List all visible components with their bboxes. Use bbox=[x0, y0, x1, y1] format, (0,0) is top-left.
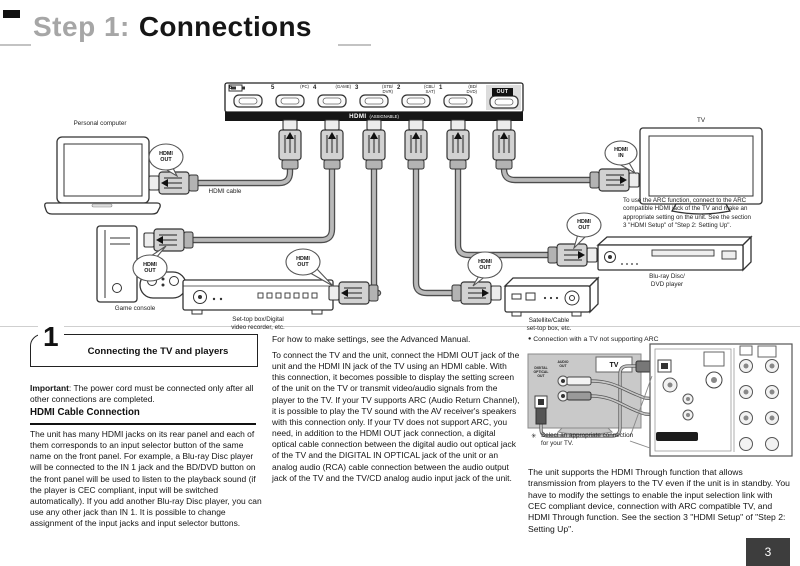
digital-optical-out-label: DIGITAL OPTICAL OUT bbox=[533, 366, 549, 379]
speech-bubbles bbox=[132, 140, 638, 287]
bluray-player-icon bbox=[596, 235, 753, 272]
receiver-rear-panel-icon bbox=[649, 343, 793, 457]
bubble-hdmi-out-sat: HDMI OUT bbox=[478, 259, 492, 272]
section1-heading: Connecting the TV and players bbox=[87, 346, 229, 357]
audio-out-label: AUDIO OUT bbox=[557, 360, 569, 369]
hdmi-jack-out bbox=[489, 95, 519, 109]
select-connection-note: Select an appropriate connection for you… bbox=[541, 432, 634, 447]
section1-body: The unit has many HDMI jacks on its rear… bbox=[30, 429, 262, 529]
bubble-hdmi-out-pc: HDMI OUT bbox=[159, 151, 173, 164]
jack-label-out: OUT bbox=[492, 88, 513, 96]
laptop-icon bbox=[44, 136, 161, 215]
bubble-hdmi-in-tv: HDMI IN bbox=[614, 147, 628, 160]
section3-body: The unit supports the HDMI Through funct… bbox=[528, 467, 790, 534]
jack-label-2: 2 (CBL/ SAT) bbox=[397, 84, 435, 94]
optical-plug-icon bbox=[535, 407, 547, 425]
rca-plug-white-icon bbox=[566, 376, 592, 386]
hdmi-jack-6 bbox=[233, 94, 263, 108]
bubble-hdmi-out-stb: HDMI OUT bbox=[296, 256, 310, 269]
section1-number: 1 bbox=[38, 323, 64, 351]
label-set-top-box: Set-top box/Digital video recorder, etc. bbox=[231, 316, 285, 332]
label-hdmi-cable: HDMI cable bbox=[208, 188, 242, 195]
label-game-console: Game console bbox=[114, 305, 156, 312]
section2-body: To connect the TV and the unit, connect … bbox=[272, 350, 520, 483]
page-title: Connections bbox=[138, 11, 312, 42]
important-label: Important bbox=[30, 383, 69, 394]
section2-intro: For how to make settings, see the Advanc… bbox=[272, 334, 471, 344]
hdmi-jack-3 bbox=[359, 94, 389, 108]
section3-heading: ● Connection with a TV not supporting AR… bbox=[528, 336, 659, 343]
jack-label-4: 4 (GAME) bbox=[313, 84, 351, 91]
jack-label-3: 3 (STB/ DVR) bbox=[355, 84, 393, 94]
label-tv: TV bbox=[696, 117, 706, 124]
hdmi-cable-connection-heading: HDMI Cable Connection bbox=[30, 407, 256, 425]
label-bluray-player: Blu-ray Disc/ DVD player bbox=[649, 273, 685, 289]
rca-plug-dark-icon bbox=[566, 391, 592, 401]
step-label: Step 1: bbox=[33, 11, 130, 42]
bullet-icon: ● bbox=[528, 336, 532, 342]
label-personal-computer: Personal computer bbox=[73, 120, 127, 127]
satellite-box-icon bbox=[503, 276, 600, 317]
section-divider-rule bbox=[0, 326, 800, 327]
hdmi-plugs bbox=[142, 118, 641, 306]
hdmi-jack-5 bbox=[275, 94, 305, 108]
tv-icon bbox=[639, 127, 763, 215]
header-rule-right bbox=[338, 44, 371, 46]
asterisk-icon: ✳ bbox=[531, 433, 537, 440]
section1-box bbox=[30, 334, 258, 367]
set-top-box-icon bbox=[182, 279, 334, 315]
panel-indicator-icon bbox=[228, 84, 245, 92]
page-corner-mark bbox=[3, 10, 20, 18]
arc-mini-diagram bbox=[527, 343, 793, 457]
hdmi-jack-4 bbox=[317, 94, 347, 108]
page-header: Step 1: Connections bbox=[33, 11, 312, 43]
hdmi-assignable-bar: HDMI (ASSIGNABLE) bbox=[349, 112, 399, 120]
hdmi-cables bbox=[188, 162, 595, 297]
header-rule-left bbox=[0, 44, 31, 46]
hdmi-jack-1 bbox=[443, 94, 473, 108]
label-satellite-box: Satellite/Cable set-top box, etc. bbox=[526, 317, 572, 333]
mini-tv-label: TV bbox=[609, 361, 619, 369]
jack-label-6: 6 bbox=[229, 85, 233, 91]
jack-label-5: 5 (PC) bbox=[271, 84, 309, 91]
bubble-hdmi-out-game: HDMI OUT bbox=[143, 262, 157, 275]
page-number-badge: 3 bbox=[746, 538, 790, 566]
important-note: Important: The power cord must be connec… bbox=[30, 372, 262, 405]
jack-label-1: 1 (BD/ DVD) bbox=[439, 84, 477, 94]
arc-function-note: To use the ARC function, connect to the … bbox=[623, 197, 751, 230]
bubble-hdmi-out-bd: HDMI OUT bbox=[577, 219, 591, 232]
av-receiver-hdmi-panel bbox=[224, 82, 524, 121]
important-text: : The power cord must be connected only … bbox=[30, 383, 254, 405]
hdmi-jack-2 bbox=[401, 94, 431, 108]
